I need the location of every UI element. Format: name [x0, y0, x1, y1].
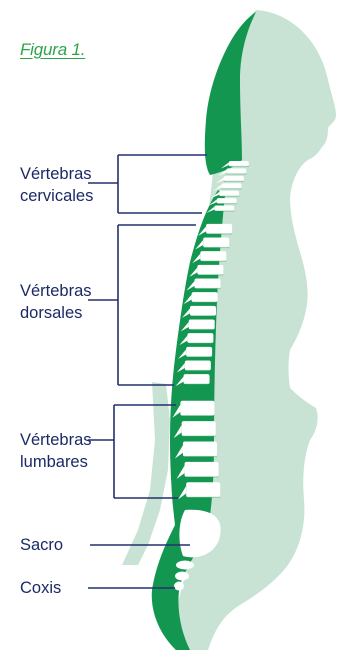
dorsal-disc	[184, 384, 210, 385]
dorsal-disc	[190, 315, 216, 316]
cervical-disc	[214, 210, 234, 211]
coccyx-segment	[175, 572, 189, 581]
lumbar-vertebra	[185, 462, 219, 477]
dorsal-vertebra	[187, 333, 213, 343]
dorsal-vertebra	[185, 361, 211, 371]
label-dorsal: Vértebras dorsales	[20, 280, 92, 324]
dorsal-disc	[203, 247, 229, 248]
dorsal-vertebra	[192, 292, 218, 302]
lumbar-disc	[186, 497, 220, 498]
label-coxis: Coxis	[20, 577, 61, 599]
lumbar-disc	[180, 415, 214, 416]
label-lumbar-line2: lumbares	[20, 451, 92, 473]
dorsal-disc	[187, 343, 213, 344]
lumbar-disc	[182, 436, 216, 437]
label-sacro: Sacro	[20, 534, 63, 556]
dorsal-disc	[185, 370, 211, 371]
label-dorsal-line1: Vértebras	[20, 280, 92, 302]
cervical-disc	[226, 173, 246, 174]
label-cervical-line1: Vértebras	[20, 163, 93, 185]
dorsal-vertebra	[197, 265, 223, 275]
coccyx-segment	[176, 561, 194, 570]
dorsal-vertebra	[206, 224, 232, 234]
cervical-disc	[221, 188, 241, 189]
thigh-outline-shape	[122, 382, 170, 565]
lumbar-vertebra	[182, 421, 216, 436]
dorsal-disc	[206, 233, 232, 234]
label-cervical: Vértebras cervicales	[20, 163, 93, 207]
label-dorsal-line2: dorsales	[20, 302, 92, 324]
label-lumbar: Vértebras lumbares	[20, 429, 92, 473]
figure-caption: Figura 1.	[20, 40, 85, 60]
cervical-vertebra	[219, 191, 239, 197]
cervical-disc	[224, 181, 244, 182]
cervical-vertebra	[214, 206, 234, 212]
dorsal-disc	[200, 261, 226, 262]
cervical-disc	[219, 196, 239, 197]
lumbar-vertebra	[183, 442, 217, 457]
dorsal-disc	[192, 302, 218, 303]
cervical-disc	[217, 203, 237, 204]
cervical-vertebra	[224, 176, 244, 182]
bracket-cervical	[88, 155, 207, 213]
dorsal-vertebra	[189, 320, 215, 330]
label-cervical-line2: cervicales	[20, 185, 93, 207]
lumbar-disc	[183, 456, 217, 457]
coccyx-segment	[174, 582, 184, 591]
label-lumbar-line1: Vértebras	[20, 429, 92, 451]
lumbar-disc	[185, 476, 219, 477]
cervical-vertebra	[221, 183, 241, 189]
dorsal-disc	[197, 274, 223, 275]
dorsal-vertebra	[194, 279, 220, 289]
lumbar-vertebra	[186, 482, 220, 497]
dorsal-vertebra	[190, 306, 216, 316]
dorsal-vertebra	[184, 374, 210, 384]
dorsal-vertebra	[200, 251, 226, 261]
cervical-vertebra	[226, 168, 246, 174]
dorsal-vertebra	[186, 347, 212, 357]
dorsal-vertebra	[203, 238, 229, 248]
dorsal-disc	[189, 329, 215, 330]
cervical-vertebra	[217, 198, 237, 204]
cervical-disc	[229, 166, 249, 167]
lumbar-vertebra	[180, 401, 214, 416]
cervical-vertebra	[229, 161, 249, 167]
dorsal-disc	[186, 356, 212, 357]
dorsal-disc	[194, 288, 220, 289]
